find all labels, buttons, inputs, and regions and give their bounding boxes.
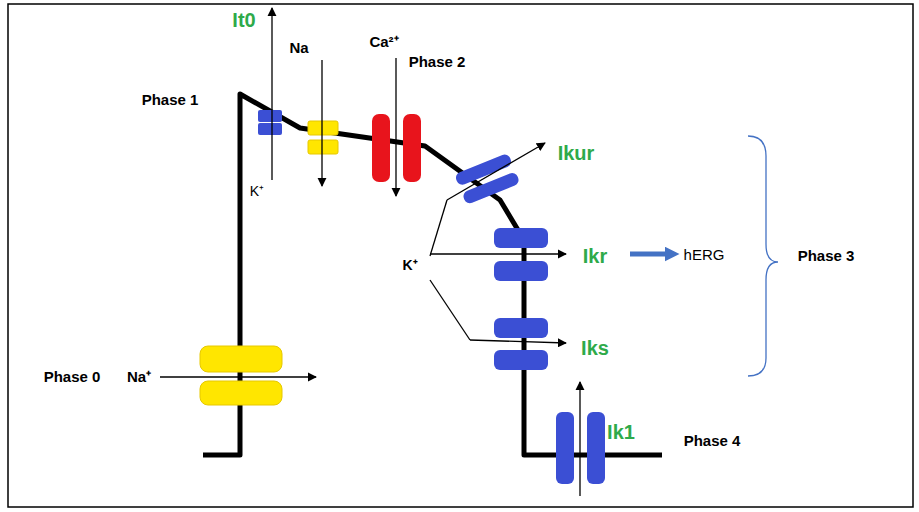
calcium-channel (372, 114, 390, 182)
current-arrow (271, 8, 272, 180)
current-arrow (470, 340, 566, 343)
potassium-channel (494, 261, 548, 281)
current-arrow (395, 58, 396, 196)
phase-label: Phase 1 (142, 92, 199, 109)
current-name: It0 (232, 9, 255, 31)
phase-label: Phase 2 (409, 54, 466, 71)
current-arrow (447, 143, 545, 200)
ion-label: Na (289, 40, 308, 57)
potassium-channel (258, 123, 282, 135)
ion-label: Ca²⁺ (369, 34, 398, 51)
calcium-channel (403, 114, 421, 182)
ion-label: Na⁺ (127, 369, 151, 386)
frame (8, 4, 913, 507)
current-name: Ikur (558, 142, 595, 164)
current-arrow (430, 253, 566, 254)
herg-arrow (630, 252, 672, 257)
potassium-channel (556, 412, 574, 484)
potassium-channel (494, 228, 548, 248)
current-arrow (160, 376, 316, 377)
potassium-channel (454, 153, 520, 205)
sodium-channel (200, 346, 282, 372)
sodium-channel (200, 381, 282, 405)
current-line (430, 200, 447, 256)
phase-label: Phase 3 (798, 248, 855, 265)
current-arrow (321, 60, 322, 186)
sodium-channel (308, 140, 338, 154)
phase-label: Phase 4 (684, 433, 741, 450)
potassium-channel (587, 412, 605, 484)
ion-label: K⁺ (402, 258, 417, 273)
current-name: Ik1 (607, 421, 635, 443)
sodium-channel (308, 121, 338, 135)
potassium-channel (494, 318, 548, 338)
current-name: Iks (581, 337, 609, 359)
potassium-channel (258, 110, 282, 122)
current-arrow (579, 382, 580, 496)
potassium-channel (494, 350, 548, 370)
current-name: Ikr (583, 245, 607, 267)
ion-label: K⁺ (250, 184, 264, 199)
phase-label: Phase 0 (44, 369, 101, 386)
phase-bracket (748, 136, 778, 376)
current-line (430, 280, 470, 340)
gene-label: hERG (684, 247, 725, 264)
